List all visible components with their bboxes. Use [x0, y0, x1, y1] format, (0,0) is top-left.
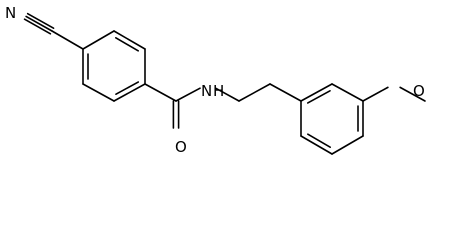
bond-4-5-outer [113, 83, 146, 102]
bond-12-13 [269, 83, 302, 102]
bond-1-2 [51, 30, 84, 50]
bond-6-7-outer [113, 30, 146, 50]
bond-0-1-c [26, 12, 55, 30]
bond-5-8 [144, 83, 177, 102]
bond-6-7-inner [115, 37, 139, 52]
bond-17-18-outer [300, 135, 333, 155]
carbonyl-oxygen-label: O [175, 138, 187, 156]
bond-7-2 [82, 30, 115, 50]
bond-16-17 [331, 135, 364, 155]
bond-19-20 [399, 86, 426, 102]
bond-10-11 [215, 87, 240, 102]
bonds-layer [23, 12, 426, 155]
bond-4-5-inner [115, 81, 140, 96]
bond-15-19 [362, 86, 389, 102]
bond-13-14-inner [306, 89, 331, 104]
amide-hydrogen-label: H [213, 82, 224, 100]
bond-0-1-b [23, 18, 52, 35]
bond-0-1-a [25, 15, 53, 32]
bond-11-12 [238, 83, 271, 102]
molecule-structure-diagram: N O N H O [5, 4, 426, 156]
amide-nitrogen-label: N [201, 82, 212, 100]
bond-13-14-outer [300, 83, 333, 102]
bond-17-18-inner [307, 133, 331, 148]
labels-layer: N O N H O [5, 4, 425, 156]
bond-8-10 [175, 87, 201, 102]
bond-3-4 [82, 83, 115, 102]
nitrile-nitrogen-label: N [5, 4, 16, 22]
ether-oxygen-label: O [413, 82, 425, 100]
bond-14-15 [331, 83, 364, 102]
